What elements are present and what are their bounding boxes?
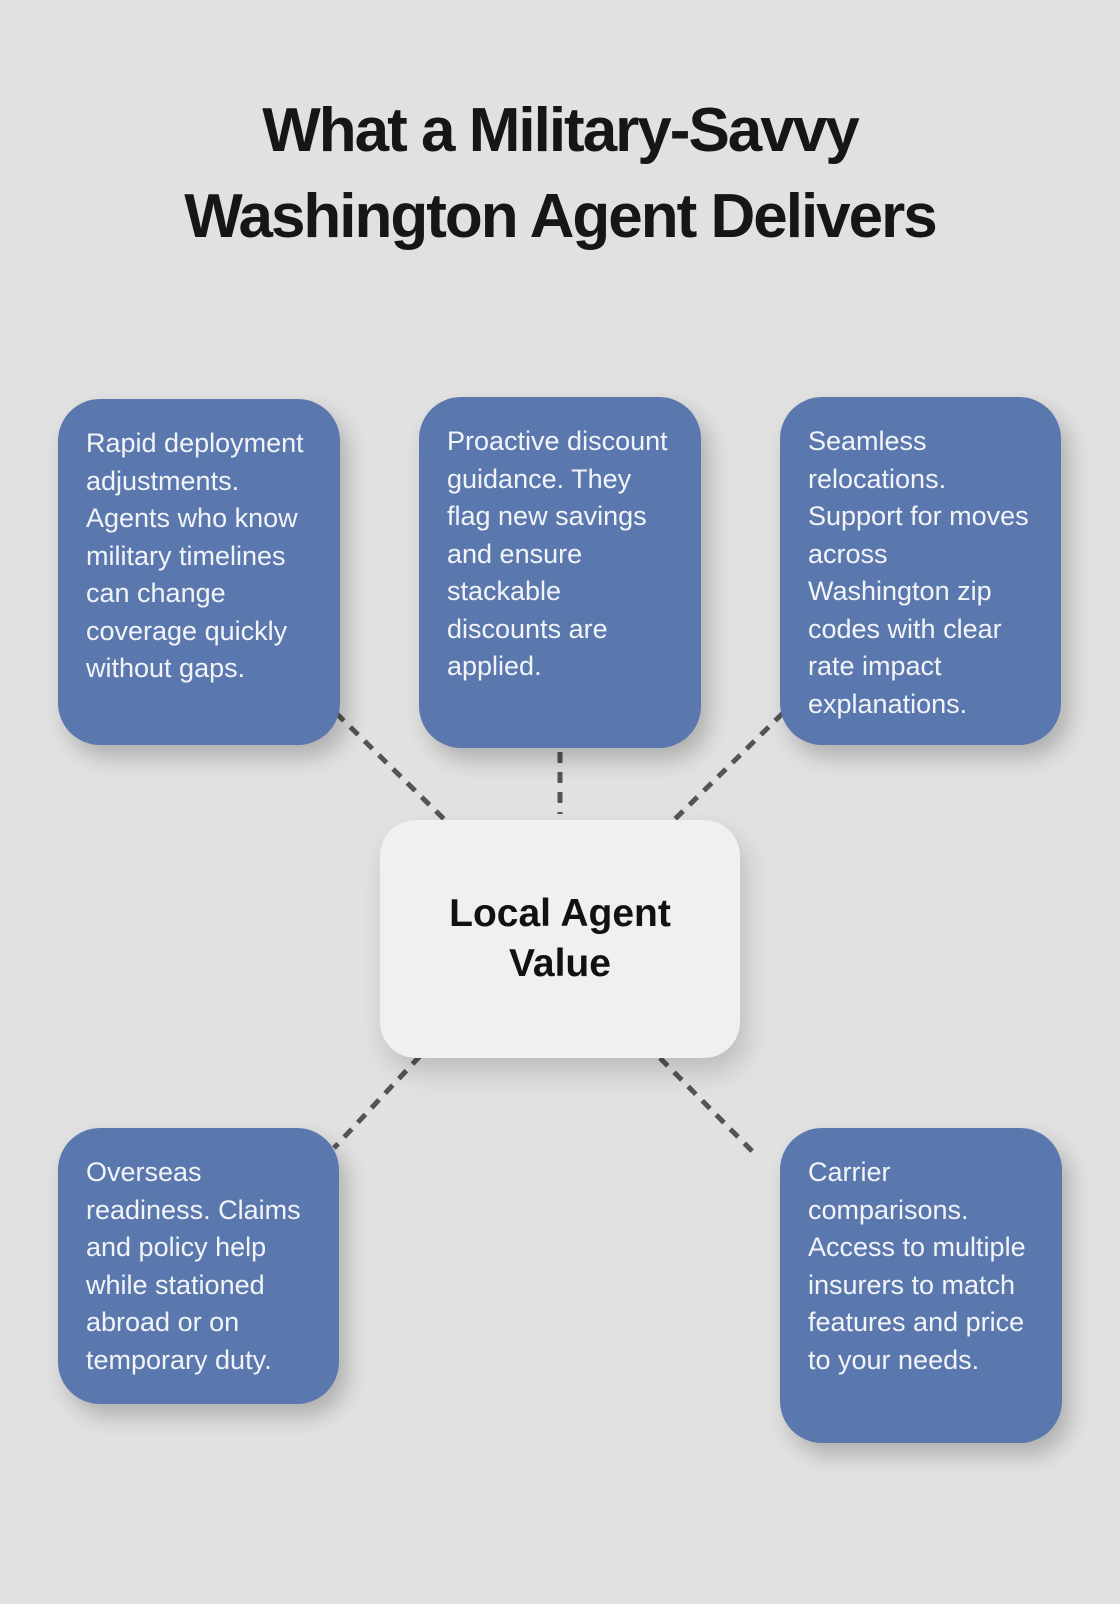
benefit-node-text: Overseas readiness. Claims and policy he…	[86, 1157, 301, 1375]
benefit-node-seamless-relocations: Seamless relocations. Support for moves …	[780, 397, 1061, 745]
central-node-local-agent-value: Local Agent Value	[380, 820, 740, 1058]
benefit-node-text: Carrier comparisons. Access to multiple …	[808, 1157, 1026, 1375]
connector-center-to-bottom-right	[658, 1056, 755, 1154]
benefit-node-carrier-comparisons: Carrier comparisons. Access to multiple …	[780, 1128, 1062, 1443]
benefit-node-rapid-deployment: Rapid deployment adjustments. Agents who…	[58, 399, 340, 745]
benefit-node-text: Rapid deployment adjustments. Agents who…	[86, 428, 304, 683]
benefit-node-text: Seamless relocations. Support for moves …	[808, 426, 1029, 719]
page-title-line-1: What a Military-Savvy	[262, 96, 859, 165]
benefit-node-text: Proactive discount guidance. They flag n…	[447, 426, 668, 681]
page-title: What a Military-Savvy Washington Agent D…	[0, 88, 1120, 260]
connector-center-to-bottom-left	[332, 1054, 422, 1150]
central-node-label: Local Agent Value	[449, 892, 671, 985]
page-title-line-2: Washington Agent Delivers	[184, 182, 938, 251]
benefit-node-discount-guidance: Proactive discount guidance. They flag n…	[419, 397, 701, 748]
benefit-node-overseas-readiness: Overseas readiness. Claims and policy he…	[58, 1128, 339, 1404]
